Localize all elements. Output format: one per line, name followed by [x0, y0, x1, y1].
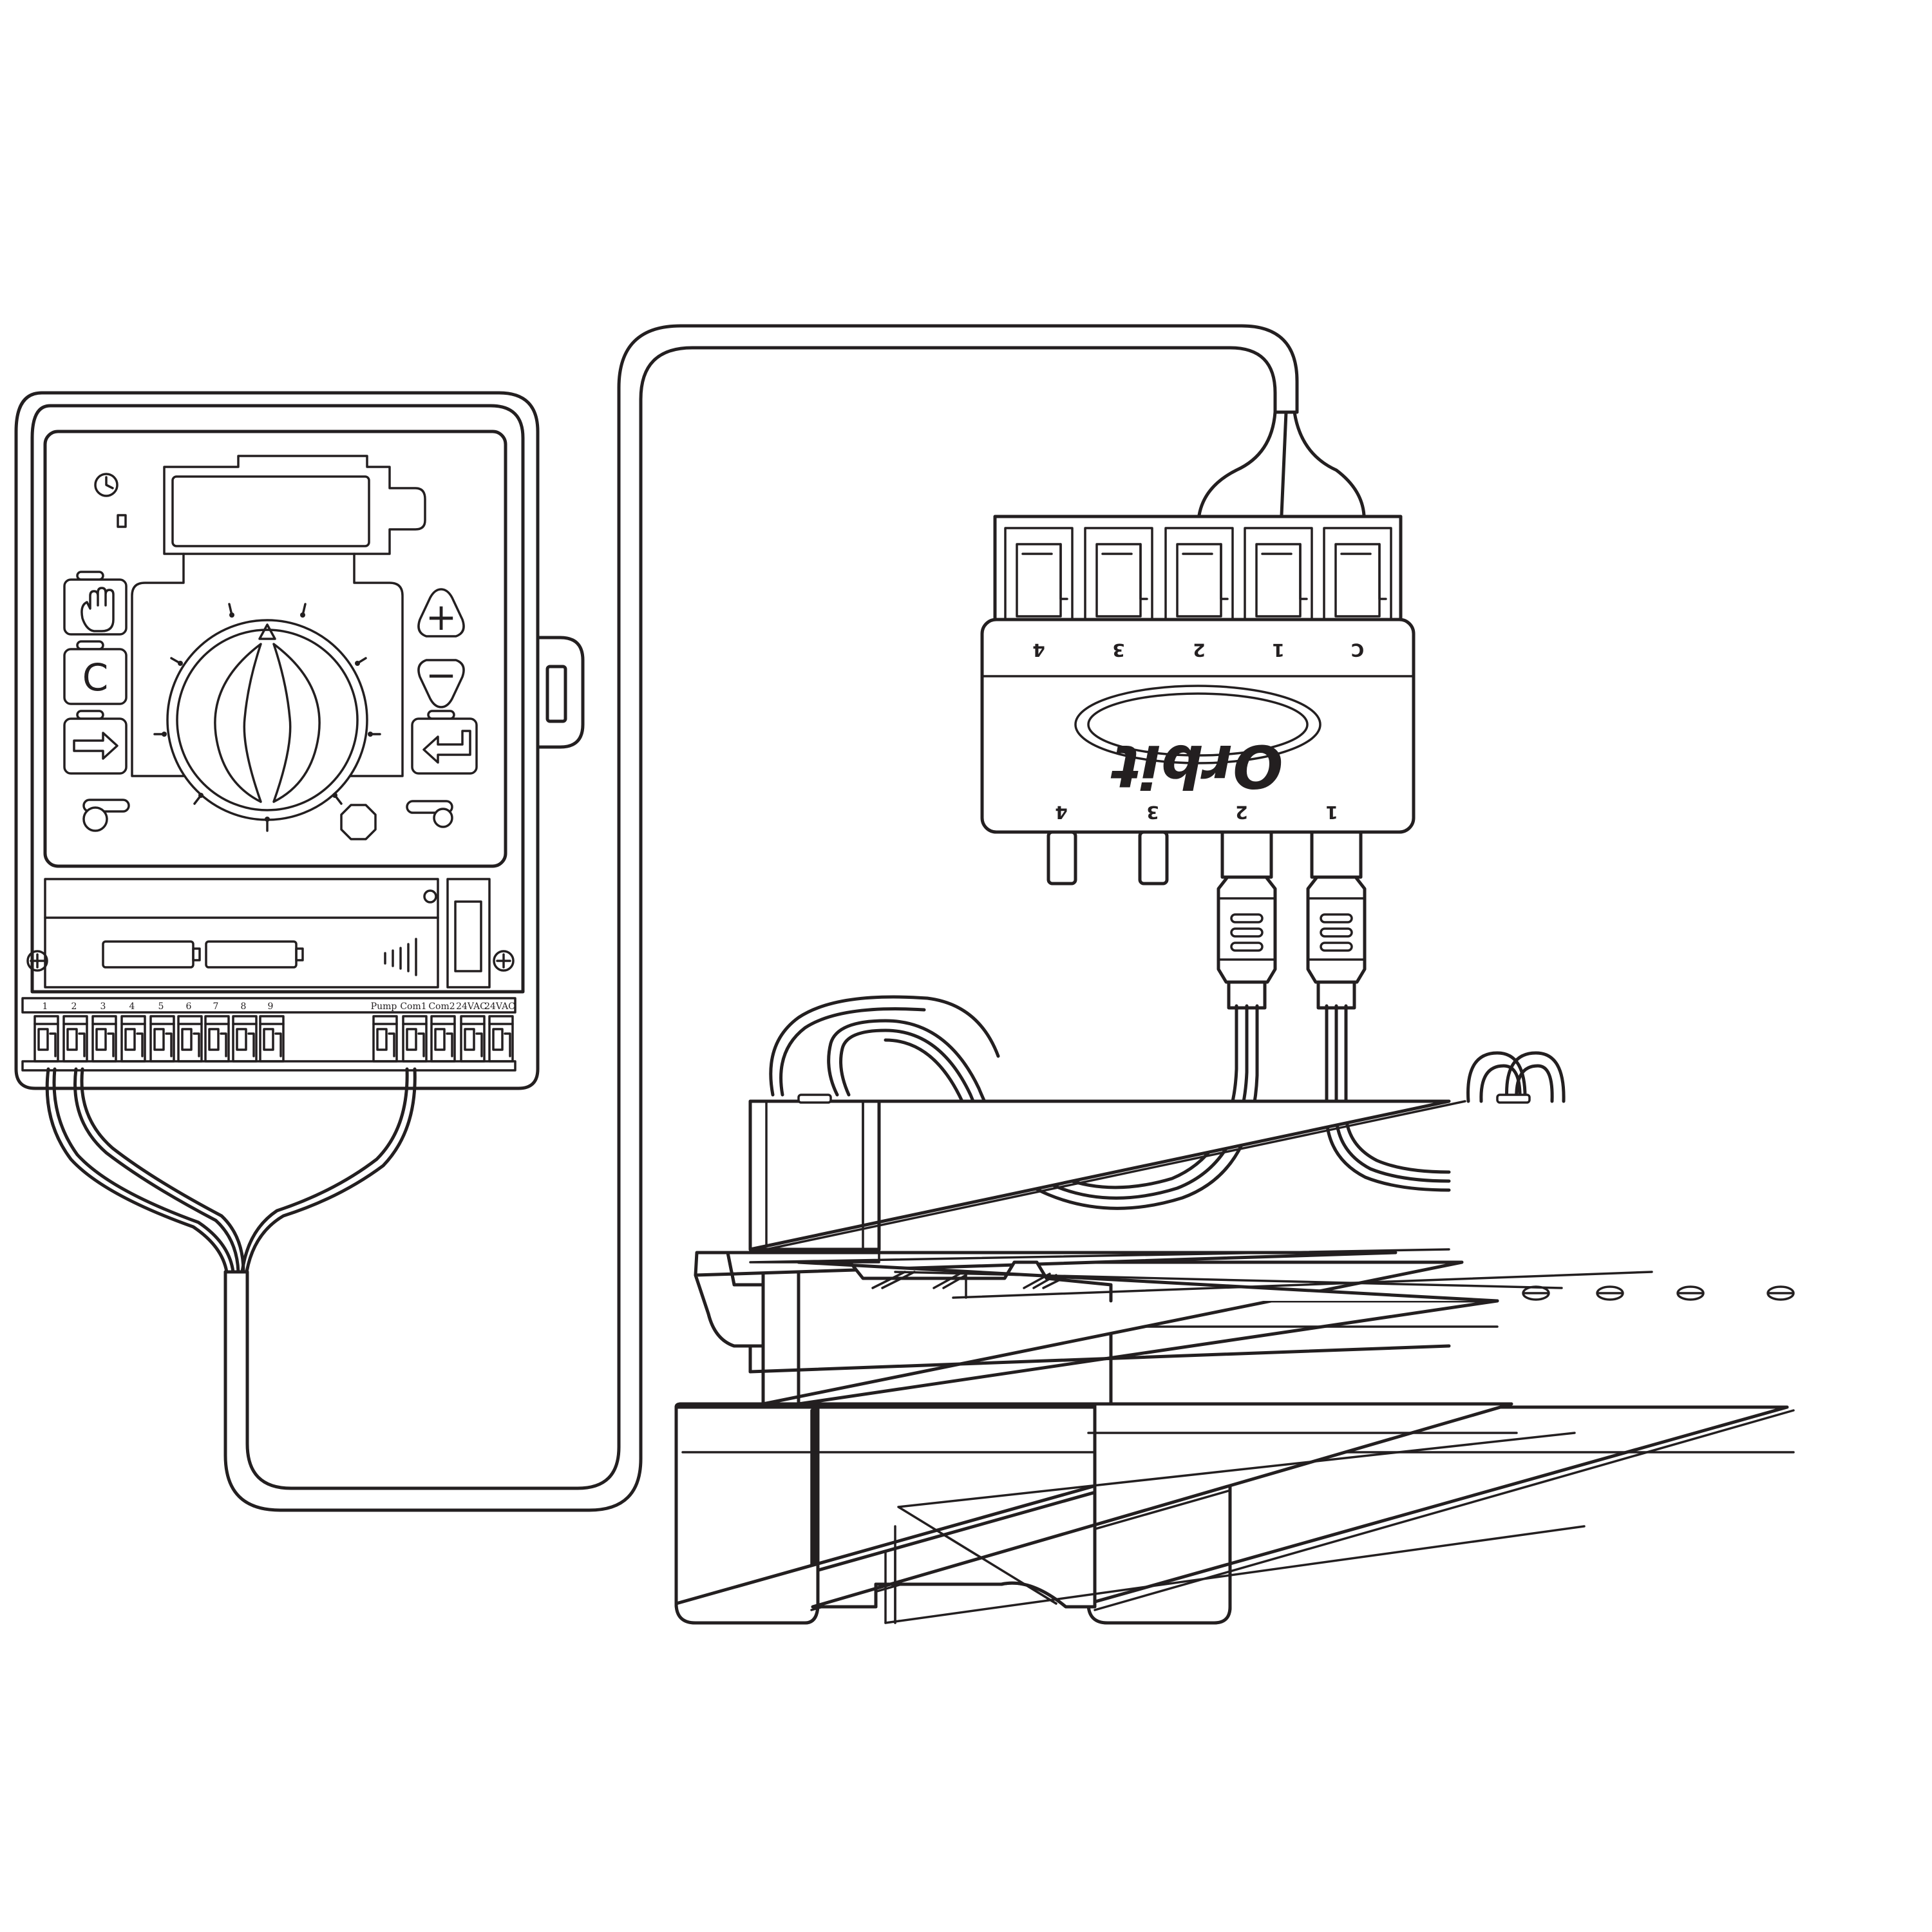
- terminal-block: [204, 1015, 230, 1063]
- enter-button[interactable]: [411, 710, 478, 775]
- terminal-block: [460, 1015, 486, 1063]
- indicator-light: [117, 514, 127, 528]
- solenoid-valve: [674, 1094, 1795, 1625]
- hub-body: [980, 618, 1416, 834]
- bonnet-screw: [1522, 1285, 1550, 1301]
- hub-port: [1164, 527, 1234, 621]
- brand-logo: Orbit: [1074, 685, 1321, 800]
- main-cable: [223, 324, 1299, 1512]
- valve-inlet-pipe: [674, 1402, 1377, 1625]
- left-status-light: [82, 799, 130, 832]
- fuse-holder: [446, 878, 491, 989]
- terminal-block: [488, 1015, 514, 1063]
- display-housing: [163, 455, 426, 555]
- terminal-label: 24VAC: [484, 1001, 515, 1012]
- enter-arrow-icon: [422, 730, 471, 764]
- signal-strength-icon: [384, 938, 417, 976]
- terminal-block: [430, 1015, 456, 1063]
- terminal-block: [120, 1015, 146, 1063]
- clear-label: C: [82, 656, 109, 699]
- bonnet-screw: [1766, 1285, 1795, 1301]
- terminal-block: [177, 1015, 203, 1063]
- terminal-label: Com2: [428, 1001, 455, 1012]
- bonnet-screw: [1596, 1285, 1624, 1301]
- reset-button[interactable]: [340, 804, 377, 840]
- terminal-block: [91, 1015, 117, 1063]
- plus-button[interactable]: +: [417, 588, 465, 639]
- hub-top-port-label: 1: [1272, 639, 1284, 661]
- hub-port: [1323, 527, 1392, 621]
- terminal-label: 8: [241, 1001, 247, 1012]
- battery-icon: [102, 940, 201, 969]
- terminal-label-strip: [21, 997, 516, 1014]
- capped-port: [1046, 830, 1077, 886]
- terminal-block: [33, 1015, 514, 1063]
- hanger-slot: [545, 665, 567, 723]
- bonnet-screw: [1676, 1285, 1705, 1301]
- plus-label: +: [426, 595, 457, 639]
- hub-top-port-label: 4: [1032, 639, 1045, 661]
- hand-icon: [80, 587, 115, 632]
- terminal-label: 6: [186, 1001, 192, 1012]
- fuse: [454, 900, 482, 972]
- terminal-label: 4: [129, 1001, 135, 1012]
- right-arrow-icon: [73, 732, 118, 760]
- hub-bottom-port-label: 2: [1235, 802, 1247, 823]
- terminal-label: Pump: [371, 1001, 397, 1012]
- terminal-block: [232, 1015, 258, 1063]
- battery-icon: [205, 940, 304, 969]
- terminal-block: [33, 1015, 59, 1063]
- minus-label: −: [426, 653, 457, 697]
- terminal-label: 2: [71, 1001, 77, 1012]
- terminal-block: [62, 1015, 88, 1063]
- terminal-block: [149, 1015, 175, 1063]
- hub-connectors: [1217, 830, 1367, 1010]
- lcd-display: [171, 475, 370, 547]
- minus-button[interactable]: −: [417, 653, 465, 708]
- screw-icon: [493, 950, 515, 972]
- clock-icon: [94, 473, 118, 497]
- dial-pointer-icon: [258, 623, 276, 640]
- terminal-label: 1: [43, 1001, 48, 1012]
- terminal-block: [259, 1015, 285, 1063]
- valve-adapter-hub: 4 3 2 1 C Orbit 4 3 2 1: [980, 410, 1416, 1010]
- capped-port: [1138, 830, 1169, 886]
- irrigation-controller: C + −: [14, 391, 585, 1090]
- terminal-label: 9: [268, 1001, 274, 1012]
- brand-logo-text: Orbit: [1111, 732, 1283, 800]
- terminal-label: 7: [213, 1001, 219, 1012]
- hub-bottom-port-label: 1: [1325, 802, 1338, 823]
- screw-icon: [26, 950, 48, 972]
- hub-top-port-label: 3: [1112, 639, 1124, 661]
- terminal-block: [372, 1015, 398, 1063]
- next-button[interactable]: [63, 710, 128, 775]
- wire-connector: [1306, 830, 1367, 1010]
- wire-connector: [1217, 830, 1277, 1010]
- clear-button[interactable]: C: [63, 640, 128, 705]
- terminal-block: [402, 1015, 428, 1063]
- hub-port: [1004, 527, 1074, 621]
- valve-neck: [761, 1260, 800, 1406]
- terminal-label: 3: [100, 1001, 106, 1012]
- right-status-light: [406, 800, 453, 828]
- terminal-label: 5: [158, 1001, 164, 1012]
- hub-bottom-port-label: 3: [1146, 802, 1159, 823]
- hub-top-port-label: C: [1351, 639, 1365, 661]
- program-dial[interactable]: [153, 603, 381, 832]
- controller-wires: [45, 1067, 417, 1274]
- battery-compartment: [44, 878, 439, 989]
- manual-button[interactable]: [63, 571, 128, 636]
- terminal-label: 24VAC: [456, 1001, 487, 1012]
- hub-top-port-label: 2: [1193, 639, 1205, 661]
- terminal-label: Com1: [400, 1001, 426, 1012]
- hub-bottom-port-label: 4: [1055, 802, 1067, 823]
- terminal-rail: [21, 1060, 516, 1072]
